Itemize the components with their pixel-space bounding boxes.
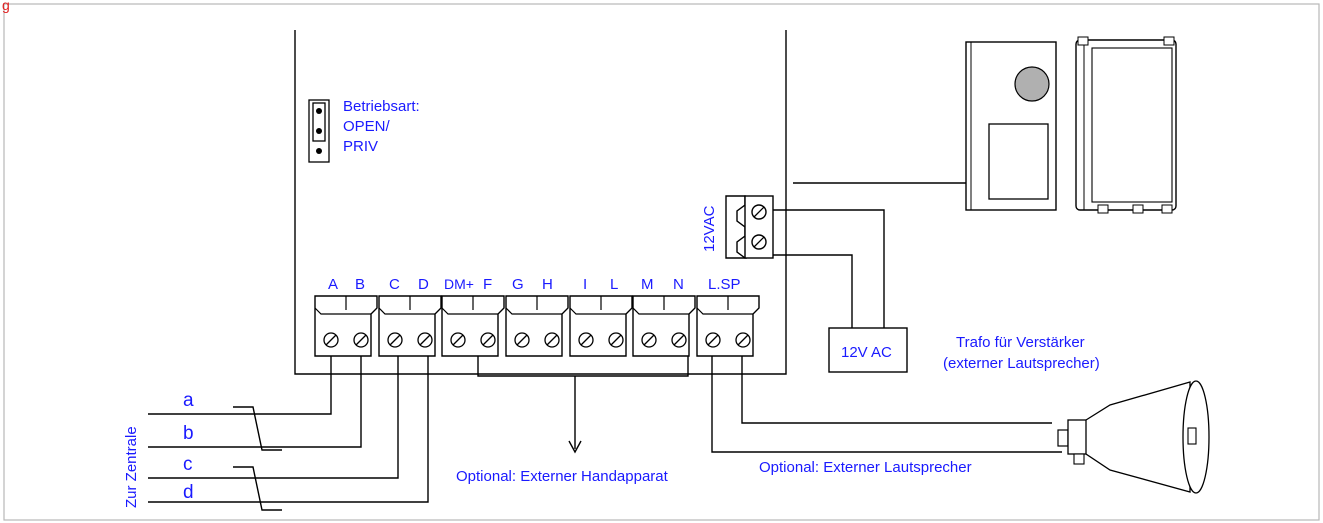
twist-ab: [233, 406, 282, 451]
terminal-lip-4: [505, 307, 562, 315]
terminal-label-a: A: [328, 276, 338, 293]
terminal-screw-slot-7-1: [707, 334, 719, 346]
terminal-lip-6: [632, 307, 689, 315]
terminal-label-i: I: [583, 276, 587, 293]
ac-wire-2: [773, 254, 853, 328]
terminal-screw-slot-3-2: [482, 334, 494, 346]
transformer-box-label: 12V AC: [841, 344, 892, 361]
jumper-priv: PRIV: [343, 138, 378, 155]
terminal-lip-7: [696, 307, 753, 315]
jumper-title: Betriebsart:: [343, 98, 420, 115]
terminal-lip-1: [314, 307, 371, 315]
line-label-d: d: [183, 482, 194, 503]
line-label-c: c: [183, 454, 193, 475]
terminal-lip-3: [441, 307, 498, 315]
corner-label: g: [2, 0, 10, 13]
handset-arrowhead: [568, 440, 582, 454]
terminal-screw-slot-6-2: [673, 334, 685, 346]
diagram-frame: [3, 3, 1320, 521]
terminal-label-f: F: [483, 276, 492, 293]
terminal-lip-2: [378, 307, 435, 315]
zentrale-label: Zur Zentrale: [123, 426, 140, 508]
terminal-screw-slot-4-2: [546, 334, 558, 346]
terminal-screw-slot-5-2: [610, 334, 622, 346]
terminal-screw-slot-6-1: [643, 334, 655, 346]
speaker-wire-1: [711, 356, 1062, 453]
transformer-box: [828, 327, 908, 373]
terminal-label-b: B: [355, 276, 365, 293]
terminal-screw-slot-2-2: [419, 334, 431, 346]
jumper-open: OPEN/: [343, 118, 391, 135]
transformer-caption-2: (externer Lautsprecher): [943, 355, 1100, 372]
speaker-wire-2: [741, 356, 1052, 424]
wire-a: [148, 356, 332, 415]
line-label-b: b: [183, 423, 194, 444]
mode-jumper: [308, 99, 330, 163]
horn-speaker: [1057, 380, 1210, 494]
terminal-label-d: D: [418, 276, 429, 293]
terminal-label-dm: DM+: [444, 276, 474, 292]
terminal-label-lsp: L.SP: [708, 276, 741, 293]
terminal-screw-slot-4-1: [516, 334, 528, 346]
wire-c: [148, 356, 399, 479]
terminal-screw-slot-3-1: [452, 334, 464, 346]
ac-wire-1: [773, 209, 885, 328]
terminal-lip-5: [569, 307, 626, 315]
wire-b: [148, 356, 362, 448]
door-station-front: [965, 41, 1057, 211]
terminal-label-h: H: [542, 276, 553, 293]
terminal-screw-slot-7-2: [737, 334, 749, 346]
line-label-a: a: [183, 390, 194, 411]
power-terminal: [725, 195, 774, 259]
transformer-caption-1: Trafo für Verstärker: [956, 334, 1085, 351]
terminal-label-l: L: [610, 276, 618, 293]
door-station-housing: [1075, 36, 1177, 214]
terminal-label-c: C: [389, 276, 400, 293]
terminal-screw-slot-5-1: [580, 334, 592, 346]
wire-d: [148, 356, 429, 503]
optional-speaker: Optional: Externer Lautsprecher: [759, 459, 972, 476]
terminal-screw-slot-1-2: [355, 334, 367, 346]
terminal-label-g: G: [512, 276, 524, 293]
terminal-label-m: M: [641, 276, 654, 293]
power-terminal-label: 12VAC: [701, 205, 718, 252]
optional-handset: Optional: Externer Handapparat: [456, 468, 669, 485]
terminal-screw-slot-2-1: [389, 334, 401, 346]
handset-bracket: [477, 356, 689, 377]
twist-cd: [233, 466, 282, 511]
terminal-label-n: N: [673, 276, 684, 293]
terminal-screw-slot-1-1: [325, 334, 337, 346]
terminal-blocks: [314, 295, 760, 357]
main-unit-box: [294, 30, 787, 375]
